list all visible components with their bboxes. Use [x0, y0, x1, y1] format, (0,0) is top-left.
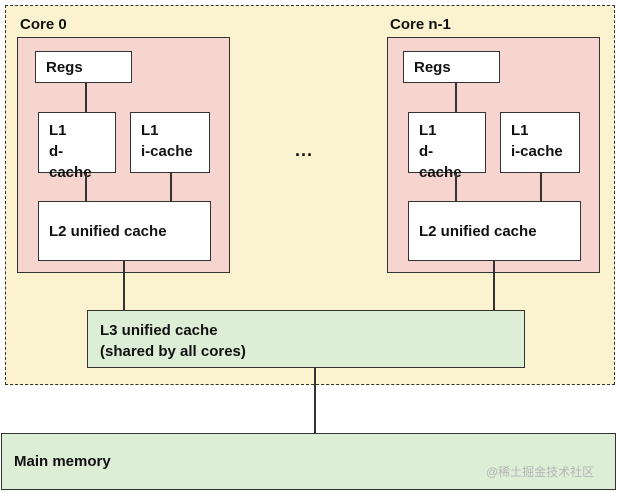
l3-shared-cache: L3 unified cache (shared by all cores): [87, 310, 525, 368]
core-n-1-l1d-to-l2-line: [455, 173, 457, 201]
core-0-l1-dcache: L1 d-cache: [38, 112, 116, 181]
core-n-1-l1i-line2: i-cache: [511, 143, 563, 160]
core-0-l2-cache: L2 unified cache: [38, 201, 211, 261]
core-0-regs-to-l1d-line: [85, 83, 87, 112]
main-memory: Main memory: [1, 433, 616, 490]
core-0-l1i-to-l2-line: [170, 173, 172, 201]
core-0-title: Core 0: [20, 16, 67, 33]
core-n-1-l1d-line1: L1: [419, 122, 437, 139]
core-0-l1d-line2: d-cache: [49, 143, 92, 181]
core-0-l2-to-l3-line: [123, 261, 125, 310]
core-n-1-regs-to-l1d-line: [455, 83, 457, 112]
more-cores-ellipsis: ...: [295, 140, 314, 160]
l3-to-memory-line: [314, 368, 316, 433]
core-n-1-l2-cache: L2 unified cache: [408, 201, 581, 261]
core-n-1-title: Core n-1: [390, 16, 451, 33]
core-n-1-l2-to-l3-line: [493, 261, 495, 310]
core-0-l1-icache: L1 i-cache: [130, 112, 210, 173]
core-0-l1d-line1: L1: [49, 122, 67, 139]
core-n-1-l1-dcache: L1 d-cache: [408, 112, 486, 181]
core-n-1-l1i-to-l2-line: [540, 173, 542, 201]
core-n-1-l1-icache: L1 i-cache: [500, 112, 580, 173]
core-n-1-l1d-line2: d-cache: [419, 143, 462, 181]
core-n-1-l1i-line1: L1: [511, 122, 529, 139]
l3-line2: (shared by all cores): [100, 343, 246, 360]
watermark-text: @稀土掘金技术社区: [486, 465, 595, 479]
core-n-1-regs: Regs: [403, 51, 500, 83]
core-0-l1i-line1: L1: [141, 122, 159, 139]
core-0-regs: Regs: [35, 51, 132, 83]
core-0-l1i-line2: i-cache: [141, 143, 193, 160]
core-0-l1d-to-l2-line: [85, 173, 87, 201]
l3-line1: L3 unified cache: [100, 322, 218, 339]
